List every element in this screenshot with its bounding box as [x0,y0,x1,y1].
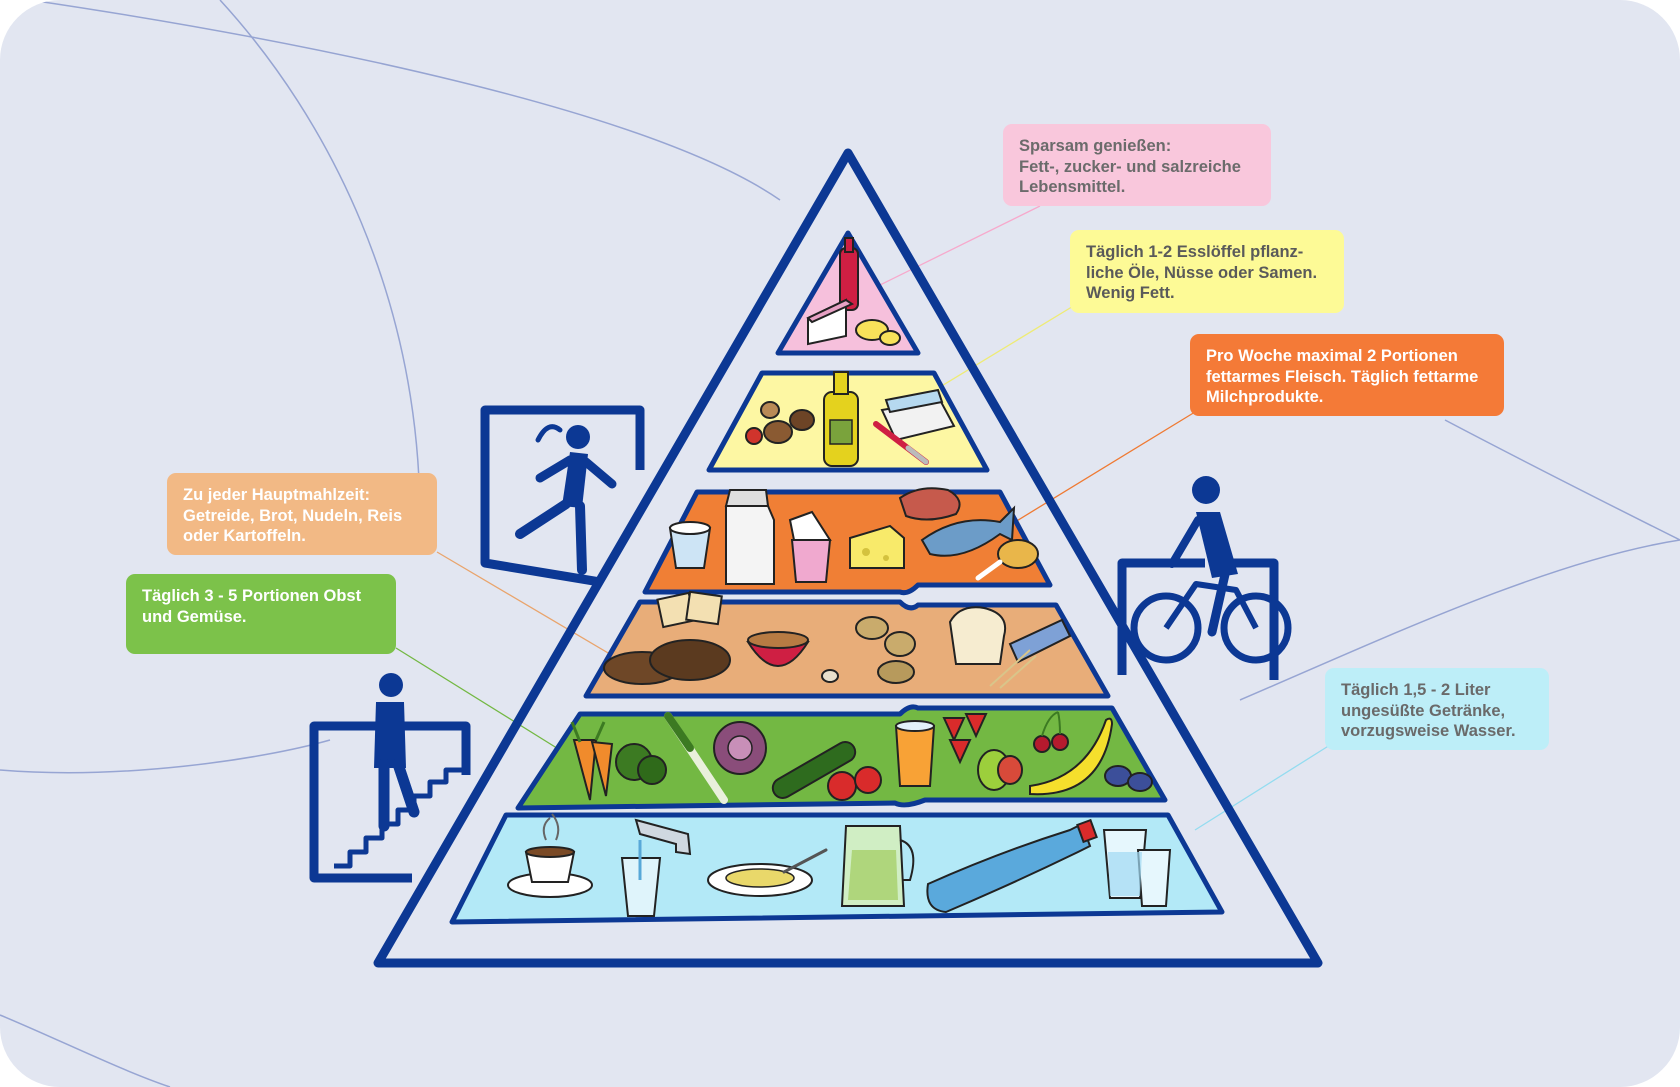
juice-glass-icon [894,720,936,787]
water-bottle-icon [926,818,1098,914]
tier-grains [583,590,1111,699]
callout-drinks: Täglich 1,5 - 2 Liter ungesüßte Getränke… [1325,668,1549,750]
cabbage-icon [713,721,767,775]
cyclist-frame [1117,558,1279,680]
callout-drinks-line-3: vorzugsweise Wasser. [1341,722,1516,740]
water-tap-icon [620,818,692,917]
plums-icon [1104,765,1153,792]
bg-curve-2 [219,0,421,521]
cereal-bowl-icon [746,631,810,667]
tier-meat-dairy [642,487,1053,596]
callout-sweets-line-3: Lebensmittel. [1019,178,1126,196]
callout-grains-line-3: oder Kartoffeln. [183,527,306,545]
strawberries-icon [942,713,988,765]
stairs-frame [309,721,471,883]
callout-vegetables-fruit-line-2: und Gemüse. [142,607,247,626]
callout-drinks-line-2: ungesüßte Getränke, [1341,701,1506,720]
bg-curve-6 [0,1014,171,1087]
yogurt-icon [668,521,712,569]
leader-line-sweets [879,205,1041,286]
cherries-icon [1033,711,1069,753]
pasta-icon [989,618,1072,689]
leader-lines [395,205,1331,831]
leader-line-drinks [1194,744,1331,831]
toast-icon [948,606,1006,665]
soup-plate-icon [707,848,828,897]
callout-vegetables-fruit: Täglich 3 - 5 Portionen Obst und Gemüse. [126,574,396,654]
nuts-icon [745,401,815,445]
bg-curve-3 [0,739,331,774]
cucumber-icon [771,741,857,799]
meat-icon [898,487,961,521]
stairs-steps [334,767,466,869]
fish-icon [920,505,1016,557]
tea-pitcher-icon [840,825,915,907]
runner-frame [480,405,645,587]
soda-bottle-icon [839,237,859,311]
callout-sweets-line-2: Fett-, zucker- und salzreiche [1019,157,1241,176]
cake-icon [806,298,855,346]
callout-meat-dairy-line-2: fettarmes Fleisch. Täglich fettarme [1206,367,1479,386]
callout-grains-line-2: Getreide, Brot, Nudeln, Reis [183,506,403,525]
callout-meat-dairy-line-3: Milchprodukte. [1206,388,1324,406]
tier-vegetables-fruit [515,704,1168,811]
tier-drinks [449,812,1225,925]
callout-drinks-line-1: Täglich 1,5 - 2 Liter [1341,681,1491,699]
callout-meat-dairy-line-1: Pro Woche maximal 2 Portionen [1206,347,1458,365]
coffee-cup-icon [507,813,593,898]
bg-curve-5 [1239,539,1680,701]
yogurt-cup-icon [788,510,832,583]
broccoli-icon [615,743,667,785]
callout-oils-line-3: Wenig Fett. [1086,284,1175,302]
callout-vegetables-fruit-line-1: Täglich 3 - 5 Portionen Obst [142,587,362,605]
leader-line-veg [395,647,561,751]
callout-grains-line-1: Zu jeder Hauptmahlzeit: [183,486,371,504]
crackers-icon [656,590,723,629]
callout-oils-line-1: Täglich 1-2 Esslöffel pflanz- [1086,243,1304,261]
callout-meat-dairy: Pro Woche maximal 2 Portionen fettarmes … [1190,334,1504,416]
chips-icon [855,319,901,346]
milk-carton-icon [724,489,775,585]
pear-icon [977,749,1023,791]
tier-oils [706,370,990,473]
stairs-climber-icon [309,673,471,883]
oil-bottle-icon [823,371,859,467]
knife-icon [873,421,929,465]
chicken-leg-icon [975,539,1039,581]
leader-line-oils [934,304,1076,391]
callout-grains: Zu jeder Hauptmahlzeit: Getreide, Brot, … [167,473,437,555]
leader-line-meat [1009,411,1196,526]
water-glasses-icon [1102,829,1172,907]
potatoes-icon [821,616,916,684]
leek-icon [664,712,728,804]
tomato-icon [827,766,882,801]
banana-icon [1029,717,1114,796]
callout-sweets-line-1: Sparsam genießen: [1019,137,1172,155]
bg-curve-1 [29,0,781,201]
leader-line-grain [436,551,621,661]
runner-icon [480,405,645,587]
tier-sweets [775,230,921,356]
callout-oils: Täglich 1-2 Esslöffel pflanz- liche Öle,… [1070,230,1344,313]
pyramid-outline [373,148,1323,968]
bg-curve-4 [1444,419,1680,541]
bread-icon [603,639,731,685]
cheese-icon [849,524,905,569]
cyclist-icon [1117,476,1292,680]
carrots-icon [570,721,614,801]
callout-sweets: Sparsam genießen: Fett-, zucker- und sal… [1003,124,1271,206]
butter-dish-icon [880,388,956,442]
callout-oils-line-2: liche Öle, Nüsse oder Samen. [1086,263,1318,282]
